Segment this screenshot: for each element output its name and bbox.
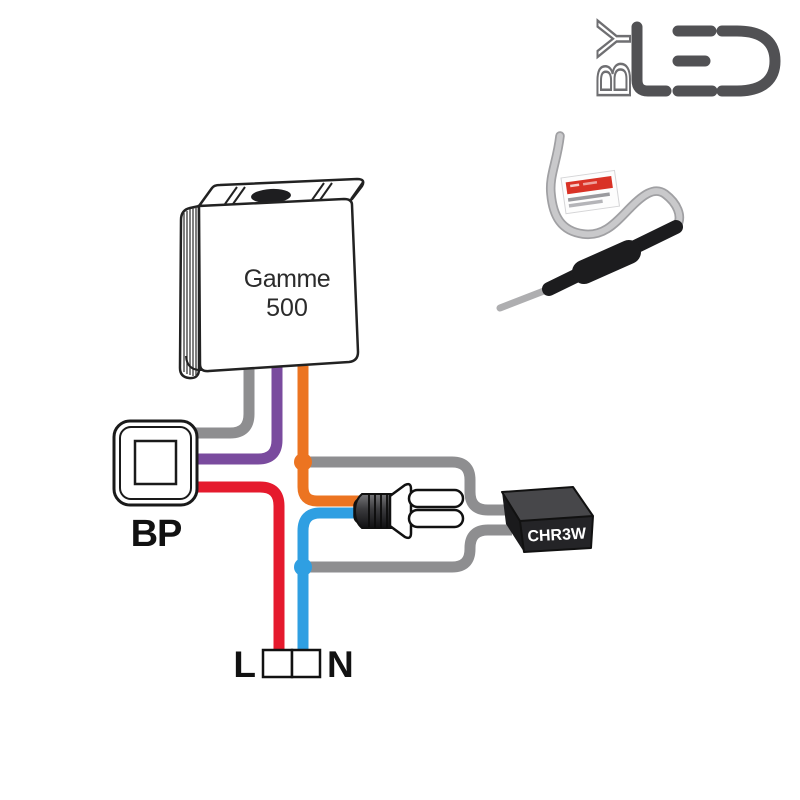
logo-letter-d	[716, 25, 781, 97]
photo-inline-component-bulge	[572, 240, 641, 284]
label-red-block	[565, 175, 613, 195]
wire-gray-module-to-bp	[196, 366, 255, 439]
wire-gray-junction-to-chr3w-top	[303, 456, 512, 516]
chr3w-micro-module: CHR3W	[501, 486, 594, 553]
chr3w-front-face	[520, 516, 593, 552]
label-text-line1	[567, 192, 610, 202]
lamp-tube-top	[407, 488, 465, 509]
byled-logo: BY	[587, 16, 781, 101]
product-photo	[496, 131, 685, 312]
bp-inner-key	[133, 439, 178, 486]
mains-terminals: L N	[233, 644, 353, 685]
logo-letter-e	[672, 25, 718, 97]
lamp-socket-threads	[368, 494, 388, 528]
label-text-line2	[568, 199, 603, 208]
module-front-face	[197, 197, 360, 373]
lamp-tube-bottom	[407, 508, 465, 529]
terminal-l-label: L	[233, 644, 256, 685]
terminal-n-box	[290, 648, 322, 679]
logo-letter-l	[631, 21, 672, 97]
wires	[196, 366, 512, 651]
module-label-line1: Gamme	[244, 265, 330, 293]
terminal-l-box	[261, 648, 294, 679]
photo-cable	[547, 133, 683, 238]
junction-dot-orange	[294, 453, 312, 471]
module-top-separator-lines	[224, 181, 364, 205]
photo-product-label	[560, 169, 621, 215]
label-red-mark	[570, 183, 580, 188]
wire-red-bp-to-l-terminal	[196, 481, 285, 651]
photo-cable-tail	[496, 285, 553, 312]
lamp-flare	[388, 482, 413, 540]
bp-label: BP	[131, 513, 182, 555]
wire-blue-lamp-to-n-terminal	[297, 507, 362, 651]
gamme500-module: Gamme 500	[178, 177, 365, 380]
push-button-bp: BP	[112, 419, 199, 555]
wire-gray-chr3w-bottom-to-junction	[303, 524, 512, 573]
label-red-mark2	[582, 181, 598, 186]
chr3w-outline	[501, 486, 594, 553]
module-label-line2: 500	[266, 294, 308, 322]
chr3w-label: CHR3W	[527, 525, 587, 545]
module-ribs	[183, 207, 197, 376]
chr3w-left-face	[502, 492, 524, 552]
module-top-button	[251, 188, 291, 204]
junction-dot-blue	[294, 558, 312, 576]
logo-led-wordmark	[631, 21, 781, 97]
terminal-n-label: N	[327, 644, 354, 685]
module-bottom-foot-curve	[185, 355, 203, 372]
lamp	[353, 482, 465, 540]
chr3w-top-face	[502, 487, 593, 521]
wire-purple-module-to-bp	[196, 366, 283, 465]
wire-orange-module-to-lamp	[297, 366, 362, 507]
lamp-socket	[353, 493, 393, 529]
